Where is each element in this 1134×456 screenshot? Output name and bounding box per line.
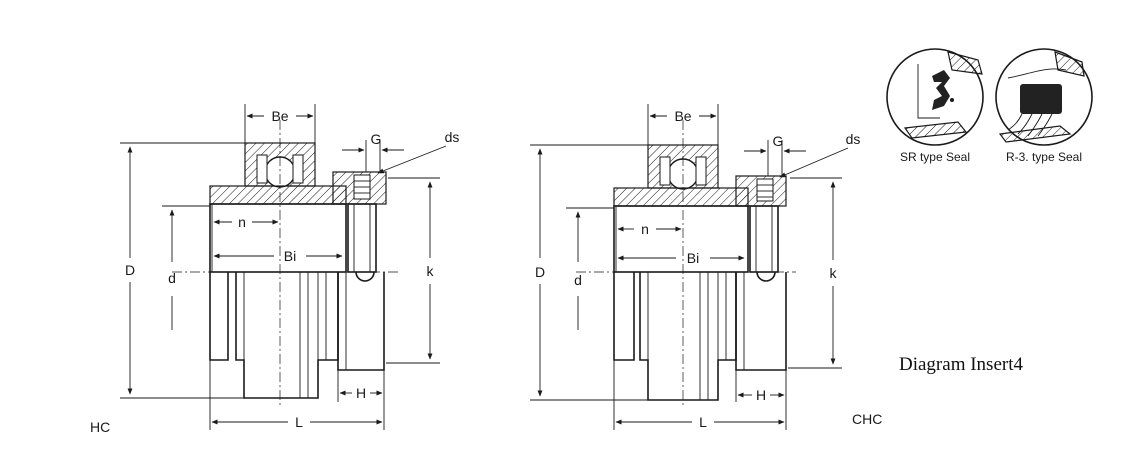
chc-label-d-inner: d bbox=[574, 272, 582, 288]
hc-label-d-outer: D bbox=[125, 262, 135, 278]
chc-label-bi: Bi bbox=[687, 250, 699, 266]
chc-label-h: H bbox=[756, 387, 766, 403]
hc-label-d-inner: d bbox=[168, 270, 176, 286]
sr-seal-inset bbox=[886, 48, 984, 146]
sr-seal-caption: SR type Seal bbox=[900, 150, 970, 164]
chc-label-n: n bbox=[641, 221, 649, 237]
hc-set-screw bbox=[347, 203, 377, 273]
chc-dimensions bbox=[530, 104, 849, 430]
chc-drawing: Be G ds D d n Bi k H L CHC bbox=[530, 104, 882, 430]
chc-label-l: L bbox=[699, 414, 707, 430]
r3-seal-inset bbox=[995, 48, 1093, 146]
insert-title: Diagram Insert4 bbox=[899, 354, 1023, 375]
hc-label-k: k bbox=[427, 263, 435, 279]
chc-label-k: k bbox=[830, 265, 838, 281]
hc-label-g: G bbox=[371, 131, 382, 147]
hc-label-l: L bbox=[295, 414, 303, 430]
hc-outer-ring bbox=[209, 185, 347, 205]
chc-label-ds: ds bbox=[846, 131, 861, 147]
hc-label-h: H bbox=[356, 385, 366, 401]
chc-model-label: CHC bbox=[852, 411, 882, 427]
hc-label-be: Be bbox=[271, 108, 288, 124]
r3-seal-caption: R-3. type Seal bbox=[1006, 150, 1082, 164]
chc-label-d-outer: D bbox=[535, 264, 545, 280]
hc-dimensions bbox=[120, 104, 447, 430]
chc-outer-ring bbox=[613, 187, 749, 207]
hc-label-ds: ds bbox=[445, 129, 460, 145]
chc-inner-ring-lower bbox=[613, 272, 787, 401]
hc-inner-ring-lower bbox=[209, 272, 385, 399]
chc-set-screw bbox=[749, 205, 779, 273]
chc-label-g: G bbox=[773, 133, 784, 149]
hc-label-bi: Bi bbox=[284, 248, 296, 264]
hc-label-n: n bbox=[238, 214, 246, 230]
hc-drawing: Be G ds D d n Bi k H L HC bbox=[90, 104, 459, 435]
hc-model-label: HC bbox=[90, 419, 110, 435]
chc-label-be: Be bbox=[674, 108, 691, 124]
